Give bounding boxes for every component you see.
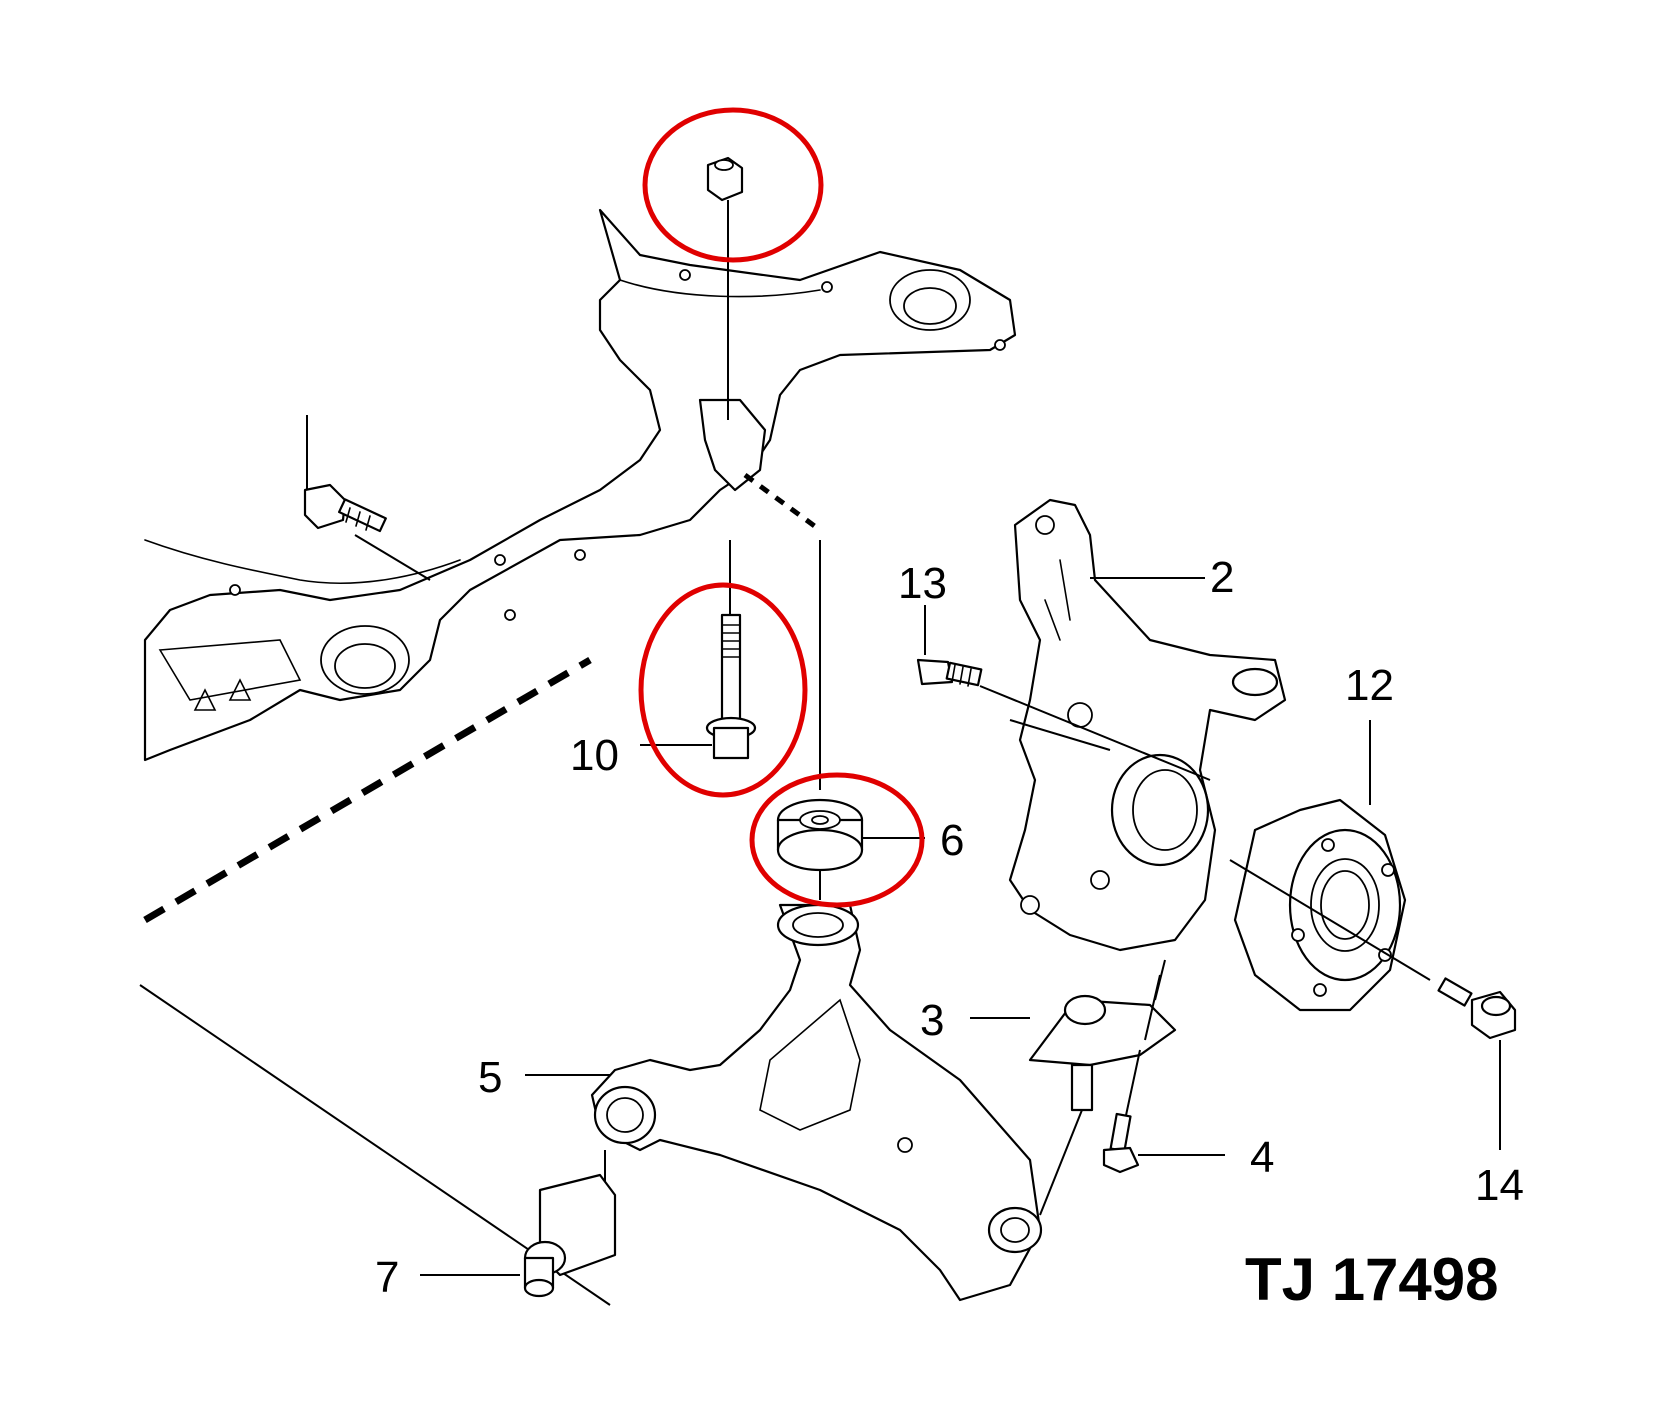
knuckle-guide-line	[1009, 719, 1111, 751]
subframe-bolt-guide	[354, 534, 431, 581]
bush-7	[523, 1150, 617, 1298]
highlight-bushing	[749, 772, 925, 908]
callout-5: 5	[478, 1053, 502, 1102]
lower-control-arm	[590, 903, 1043, 1302]
callout-10: 10	[570, 731, 619, 780]
callout-3: 3	[920, 996, 944, 1045]
subframe-mount-bolt	[303, 415, 387, 533]
callout-14: 14	[1475, 1161, 1524, 1210]
bolt-10	[705, 540, 757, 760]
callout-12: 12	[1345, 661, 1394, 710]
callout-2: 2	[1210, 553, 1234, 602]
wheel-hub	[1229, 798, 1431, 1012]
callout-7: 7	[375, 1253, 399, 1302]
guide-dashed-line	[743, 472, 822, 533]
callout-4: 4	[1250, 1133, 1274, 1182]
bolt-4	[1102, 1049, 1141, 1174]
highlight-bolt	[638, 582, 808, 798]
bolt-13	[916, 658, 1211, 781]
datum-dashed-line	[143, 656, 592, 924]
ball-joint-3	[1028, 974, 1177, 1216]
reference-code: TJ 17498	[1245, 1246, 1499, 1313]
callout-13: 13	[898, 559, 947, 608]
front-subframe	[143, 208, 1017, 762]
steering-knuckle	[1008, 498, 1287, 1001]
bolt-14	[1437, 977, 1517, 1040]
callout-6: 6	[940, 816, 964, 865]
highlight-nut	[642, 107, 824, 263]
flange-nut	[706, 156, 744, 420]
bushing-6	[776, 540, 864, 900]
